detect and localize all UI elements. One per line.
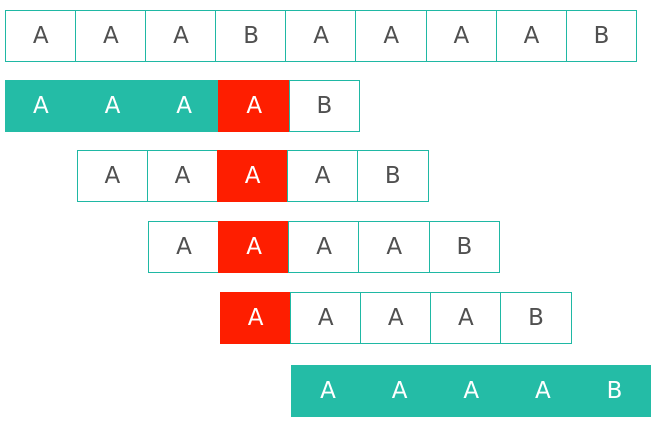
text-cell-6: A	[425, 10, 498, 62]
pattern-cell-4: B	[356, 150, 429, 202]
mismatch-cell: A	[218, 80, 291, 132]
text-cell-3: B	[215, 10, 287, 62]
matched-cell-2: A	[148, 80, 220, 132]
pattern-cell-1: A	[289, 292, 362, 344]
text-cell-7: A	[495, 10, 568, 62]
matched-cell-0: A	[5, 80, 77, 132]
pattern-cell-3: A	[430, 292, 502, 344]
pattern-cell-0: A	[148, 221, 220, 273]
pattern-cell-4: B	[428, 221, 501, 273]
text-cell-1: A	[75, 10, 147, 62]
pattern-cell-0: A	[76, 150, 149, 202]
matched-cell-2: A	[434, 365, 508, 417]
pattern-cell-4: B	[500, 292, 572, 344]
mismatch-cell: A	[216, 150, 289, 202]
text-cell-8: B	[565, 10, 638, 62]
text-cell-5: A	[355, 10, 428, 62]
pattern-cell-2: A	[359, 292, 432, 344]
pattern-cell-4: B	[288, 80, 361, 132]
mismatch-cell: A	[218, 221, 290, 273]
pattern-cell-2: A	[288, 221, 360, 273]
matched-cell-1: A	[363, 365, 437, 417]
pattern-cell-1: A	[146, 150, 219, 202]
text-cell-4: A	[285, 10, 357, 62]
pattern-cell-3: A	[286, 150, 359, 202]
text-cell-0: A	[5, 10, 77, 62]
matched-cell-0: A	[291, 365, 365, 417]
mismatch-cell: A	[219, 292, 292, 344]
pattern-cell-3: A	[358, 221, 431, 273]
matched-cell-4: B	[577, 365, 652, 417]
text-cell-2: A	[145, 10, 217, 62]
matched-cell-3: A	[506, 365, 580, 417]
matched-cell-1: A	[76, 80, 149, 132]
